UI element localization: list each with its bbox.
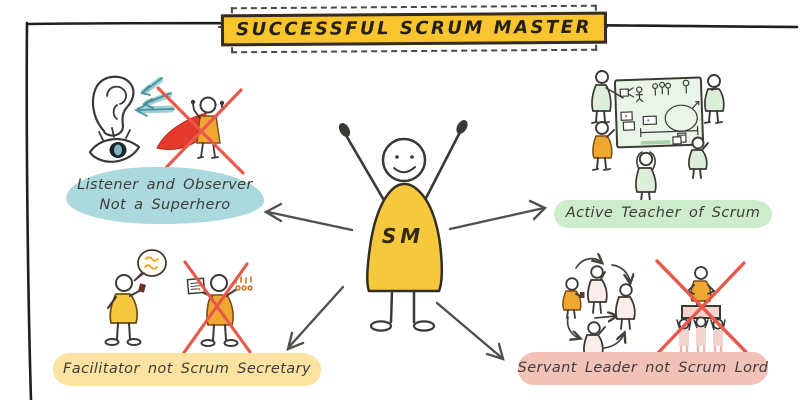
speech-bubble-icon xyxy=(133,249,167,282)
red-cross xyxy=(156,86,245,177)
crossed-superhero-icon xyxy=(156,86,245,177)
board-caption xyxy=(641,140,671,145)
arrow-to-listener xyxy=(263,202,354,232)
crossed-scrum-lord-icon xyxy=(655,259,748,356)
ear-icon xyxy=(91,75,135,137)
title-banner: SUCCESSFUL SCRUM MASTER xyxy=(220,4,608,54)
head xyxy=(381,137,427,183)
label-facilitator: Facilitator not Scrum Secretary xyxy=(53,353,321,386)
label-line: Facilitator not Scrum Secretary xyxy=(63,360,311,377)
arrow-to-servant xyxy=(435,301,505,361)
left-hand xyxy=(338,123,351,137)
label-servant-leader: Servant Leader not Scrum Lord xyxy=(518,352,768,385)
arrow-to-facilitator xyxy=(286,285,345,351)
label-line: Active Teacher of Scrum xyxy=(565,205,761,222)
right-hand xyxy=(456,120,468,134)
right-foot xyxy=(412,320,436,332)
page-title: SUCCESSFUL SCRUM MASTER xyxy=(220,11,608,47)
label-listener-observer: Listener and Observer Not a Superhero xyxy=(66,167,264,224)
crossed-secretary-icon xyxy=(181,260,253,356)
facilitator-figure xyxy=(104,274,146,346)
label-active-teacher: Active Teacher of Scrum xyxy=(554,200,772,228)
dress xyxy=(366,182,444,293)
schedule-doodle xyxy=(235,276,253,291)
teaching-figures-icon xyxy=(591,70,725,205)
arrow-to-teacher xyxy=(448,199,548,231)
eye-icon xyxy=(88,127,141,163)
left-foot xyxy=(369,320,393,332)
scrum-board-icon xyxy=(613,76,705,149)
sm-dress-label: SM xyxy=(381,224,425,248)
label-line: Listener and Observer xyxy=(77,176,253,193)
red-cross xyxy=(655,259,748,355)
red-cross xyxy=(181,260,252,356)
label-line: Servant Leader not Scrum Lord xyxy=(517,359,769,376)
label-line: Not a Superhero xyxy=(99,196,231,213)
radiating-arrows xyxy=(263,199,548,361)
scrum-master-figure xyxy=(338,120,468,332)
team-cycle-icon xyxy=(562,259,636,365)
